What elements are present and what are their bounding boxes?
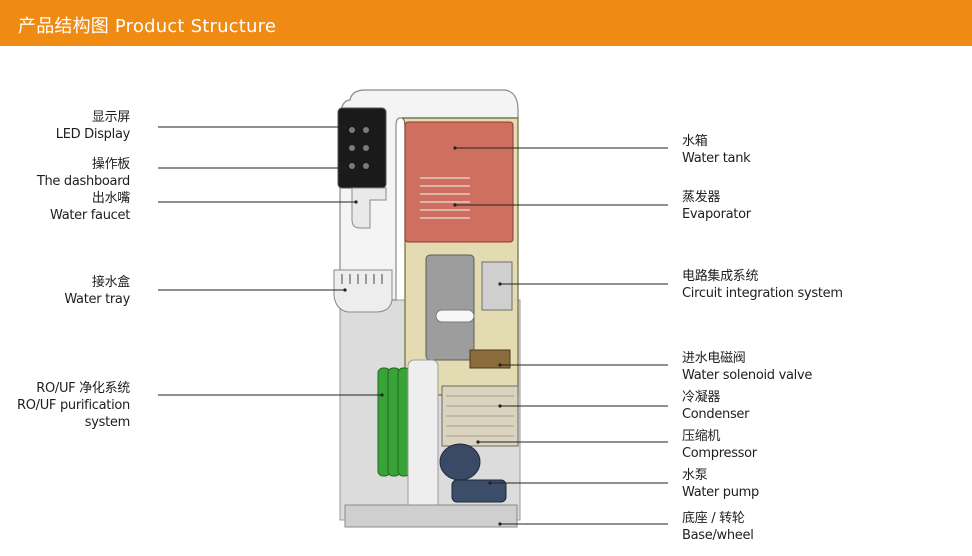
label-cn: 水箱 bbox=[682, 134, 708, 149]
water-tray bbox=[333, 269, 393, 313]
label-en-line2: system bbox=[84, 415, 131, 430]
water-tank bbox=[404, 121, 514, 243]
display-buttons bbox=[349, 127, 369, 169]
central-cylinder bbox=[425, 254, 475, 361]
condenser-fins bbox=[446, 395, 514, 437]
label-condenser: 冷凝器 Condenser bbox=[682, 389, 922, 423]
label-en: Evaporator bbox=[682, 207, 751, 222]
left-leader-lines bbox=[158, 126, 382, 396]
label-en: Water faucet bbox=[50, 208, 130, 223]
label-en: RO/UF purification bbox=[16, 398, 130, 413]
label-cn: 进水电磁阀 bbox=[682, 351, 746, 366]
filter-cartridges bbox=[377, 367, 411, 477]
label-water-pump: 水泵 Water pump bbox=[682, 467, 922, 501]
label-led-display: 显示屏 LED Display bbox=[0, 109, 131, 143]
label-en: Water solenoid valve bbox=[682, 368, 813, 383]
led-display bbox=[337, 107, 387, 189]
label-en: Water pump bbox=[682, 485, 759, 500]
label-en: Base/wheel bbox=[682, 528, 754, 543]
label-ro-uf-purification: RO/UF 净化系统 RO/UF purification system bbox=[0, 380, 130, 431]
label-solenoid-valve: 进水电磁阀 Water solenoid valve bbox=[682, 350, 922, 384]
label-circuit-integration: 电路集成系统 Circuit integration system bbox=[682, 268, 922, 302]
right-leader-lines bbox=[455, 147, 668, 525]
label-water-tray: 接水盒 Water tray bbox=[0, 274, 130, 308]
circuit-box bbox=[481, 261, 513, 311]
label-cn: 接水盒 bbox=[91, 275, 130, 290]
label-water-tank: 水箱 Water tank bbox=[682, 133, 922, 167]
label-en: Compressor bbox=[682, 446, 757, 461]
label-en: Circuit integration system bbox=[682, 286, 843, 301]
compressor bbox=[439, 443, 481, 481]
label-cn: 显示屏 bbox=[91, 110, 130, 125]
label-en: LED Display bbox=[55, 127, 131, 142]
label-water-faucet: 出水嘴 Water faucet bbox=[0, 190, 130, 224]
water-faucet bbox=[351, 187, 387, 229]
pipe-part bbox=[435, 309, 475, 323]
base bbox=[344, 504, 518, 528]
label-cn: RO/UF 净化系统 bbox=[36, 381, 130, 396]
header-bar: 产品结构图 Product Structure bbox=[0, 0, 972, 46]
filter-housing bbox=[407, 359, 439, 511]
page-title: 产品结构图 Product Structure bbox=[18, 16, 277, 37]
label-cn: 操作板 bbox=[91, 157, 130, 172]
label-en: Condenser bbox=[682, 407, 750, 422]
label-en: The dashboard bbox=[36, 174, 130, 189]
evaporator-coil bbox=[420, 177, 470, 219]
label-base-wheel: 底座 / 转轮 Base/wheel bbox=[682, 510, 922, 544]
label-cn: 冷凝器 bbox=[682, 390, 721, 405]
label-cn: 压缩机 bbox=[682, 429, 721, 444]
label-cn: 蒸发器 bbox=[682, 190, 721, 205]
label-cn: 电路集成系统 bbox=[682, 269, 759, 284]
label-evaporator: 蒸发器 Evaporator bbox=[682, 189, 922, 223]
label-dashboard: 操作板 The dashboard bbox=[0, 156, 130, 190]
label-en: Water tray bbox=[64, 292, 130, 307]
label-cn: 水泵 bbox=[682, 468, 708, 483]
tray-grille bbox=[341, 274, 383, 284]
label-cn: 出水嘴 bbox=[91, 191, 130, 206]
label-compressor: 压缩机 Compressor bbox=[682, 428, 922, 462]
label-en: Water tank bbox=[682, 151, 751, 166]
leader-dots bbox=[343, 125, 502, 526]
label-cn: 底座 / 转轮 bbox=[682, 511, 745, 526]
water-pump bbox=[451, 479, 507, 503]
